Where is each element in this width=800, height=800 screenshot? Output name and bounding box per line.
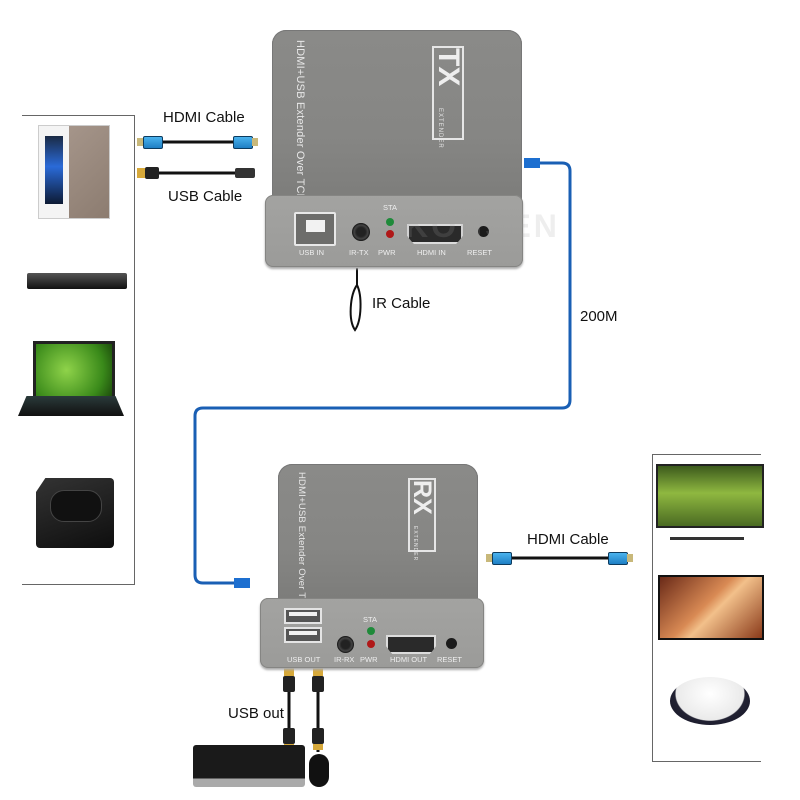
usb-b-plug-icon <box>235 168 255 178</box>
pwr-led-icon <box>367 640 375 648</box>
rx-logo-sub: EXTENDER <box>412 526 418 562</box>
tx-port-label: USB IN <box>299 248 325 257</box>
laptop-keyboard-icon <box>18 396 124 416</box>
rx-sta-label: STA <box>363 615 378 624</box>
usb-in-port <box>294 212 336 246</box>
usb-out-label: USB out <box>228 705 284 722</box>
desktop-pc-icon <box>38 125 110 219</box>
gamepad-icon <box>50 490 102 522</box>
rx-port-label: PWR <box>360 655 378 664</box>
hdmi-tip-icon <box>137 138 143 146</box>
usb-a-tip-icon <box>313 668 323 676</box>
tx-reset-button <box>478 226 489 237</box>
tx-port-label: IR-TX <box>349 248 369 257</box>
tx-sta-label: STA <box>383 203 398 212</box>
hdmi-tip-icon <box>486 554 492 562</box>
hdmi-tip-icon <box>252 138 258 146</box>
usb-out-port-top <box>284 608 322 624</box>
hdmi-out-port <box>386 635 436 654</box>
rj45-plug-rx <box>234 578 250 588</box>
hdmi-plug-icon <box>492 552 512 565</box>
usb-a-tip-icon <box>284 668 294 676</box>
keyboard-icon <box>193 745 305 787</box>
rx-hdmi-cable-label: HDMI Cable <box>527 531 609 548</box>
rx-logo-frame <box>408 478 436 552</box>
usb-a-plug-icon <box>283 676 295 692</box>
rx-port-label: RESET <box>437 655 463 664</box>
hdmi-plug-icon <box>143 136 163 149</box>
sta-led-icon <box>386 218 394 226</box>
usb-a-plug-icon <box>312 728 324 744</box>
dvd-player-icon <box>27 273 127 289</box>
laptop-icon <box>33 341 115 399</box>
projector-icon <box>670 677 750 725</box>
ir-cable-label: IR Cable <box>372 295 431 312</box>
tx-side-text: HDMI+USB Extender Over TCP/IP <box>294 40 306 216</box>
tx-logo-sub: EXTENDER <box>437 108 443 149</box>
tx-logo: TX <box>432 48 465 87</box>
hdmi-tip-icon <box>627 554 633 562</box>
display-devices-panel <box>652 454 761 762</box>
pwr-led-icon <box>386 230 394 238</box>
tx-logo-frame <box>432 46 464 140</box>
rj45-plug-tx <box>524 158 540 168</box>
monitor-icon <box>656 464 764 528</box>
tx-hdmi-cable-label: HDMI Cable <box>163 109 245 126</box>
television-icon <box>658 575 764 640</box>
usb-a-plug-icon <box>312 676 324 692</box>
usb-a-tip-icon <box>137 168 145 178</box>
source-devices-panel <box>22 115 135 585</box>
watermark: KONSEN <box>405 208 560 244</box>
usb-a-plug-icon <box>145 167 159 179</box>
rx-reset-button <box>446 638 457 649</box>
rx-unit-body <box>278 464 478 602</box>
rx-port-label: HDMI OUT <box>390 655 428 664</box>
tx-port-label: RESET <box>467 248 493 257</box>
tx-unit-body <box>272 30 522 205</box>
rx-port-label: USB OUT <box>287 655 321 664</box>
hdmi-plug-icon <box>233 136 253 149</box>
usb-out-port-bottom <box>284 627 322 643</box>
rx-port-label: IR-RX <box>334 655 355 664</box>
sta-led-icon <box>367 627 375 635</box>
mouse-icon <box>309 754 329 787</box>
monitor-stand-icon <box>670 537 744 540</box>
tx-port-label: HDMI IN <box>417 248 446 257</box>
hdmi-in-port <box>407 224 463 244</box>
tx-usb-cable-label: USB Cable <box>168 188 243 205</box>
hdmi-plug-icon <box>608 552 628 565</box>
ir-cable-coil <box>349 268 362 332</box>
ir-rx-jack <box>337 636 354 653</box>
rx-side-text: HDMI+USB Extender Over TCP/IP <box>296 472 307 625</box>
ir-tx-jack <box>352 223 370 241</box>
usb-a-tip-icon <box>313 744 323 750</box>
rx-logo: RX <box>408 480 436 515</box>
network-distance-label: 200M <box>580 308 618 325</box>
usb-a-plug-icon <box>283 728 295 744</box>
tx-port-label: PWR <box>378 248 396 257</box>
